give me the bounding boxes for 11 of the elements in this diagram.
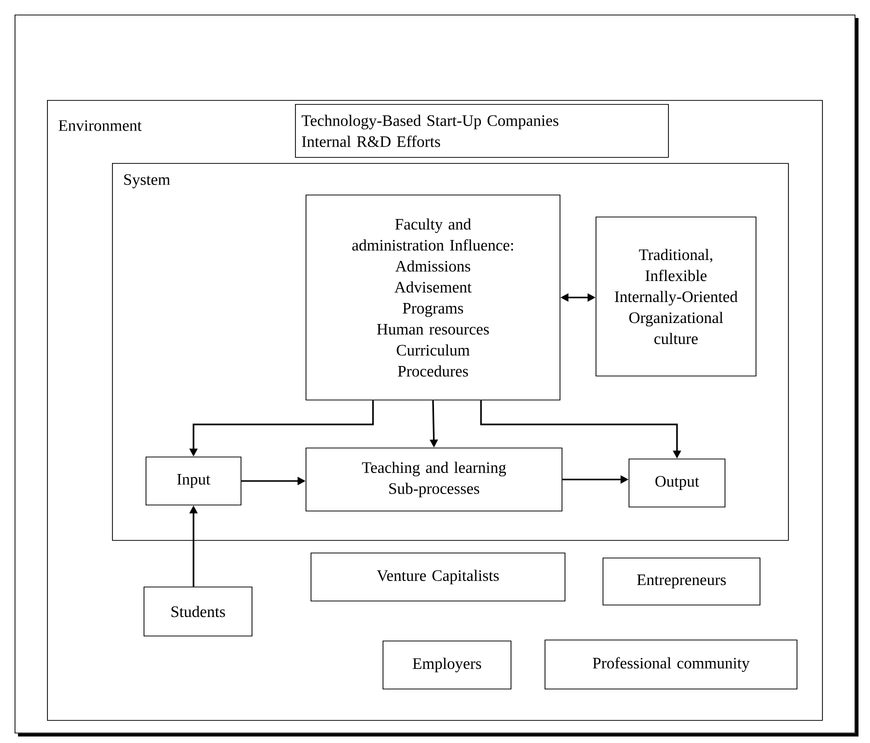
process-box: Teaching and learning Sub-processes [306, 448, 562, 512]
process-box: Professional community [544, 640, 798, 690]
process-box: Venture Capitalists [310, 552, 566, 602]
process-box: Output [628, 458, 726, 508]
process-box: Employers [382, 640, 512, 690]
process-box: Input [146, 456, 242, 506]
text-box: Technology-Based Start-Up Companies Internal R&D Efforts [295, 104, 669, 158]
process-box: Traditional, Inflexible Internally-Oriented Organizational culture [596, 216, 756, 376]
process-box: Entrepreneurs [602, 558, 760, 606]
process-box: Faculty and administration Influence: Admissions Advisement Programs Human resources Curriculum Procedures [306, 194, 560, 400]
process-box: Students [144, 586, 252, 636]
